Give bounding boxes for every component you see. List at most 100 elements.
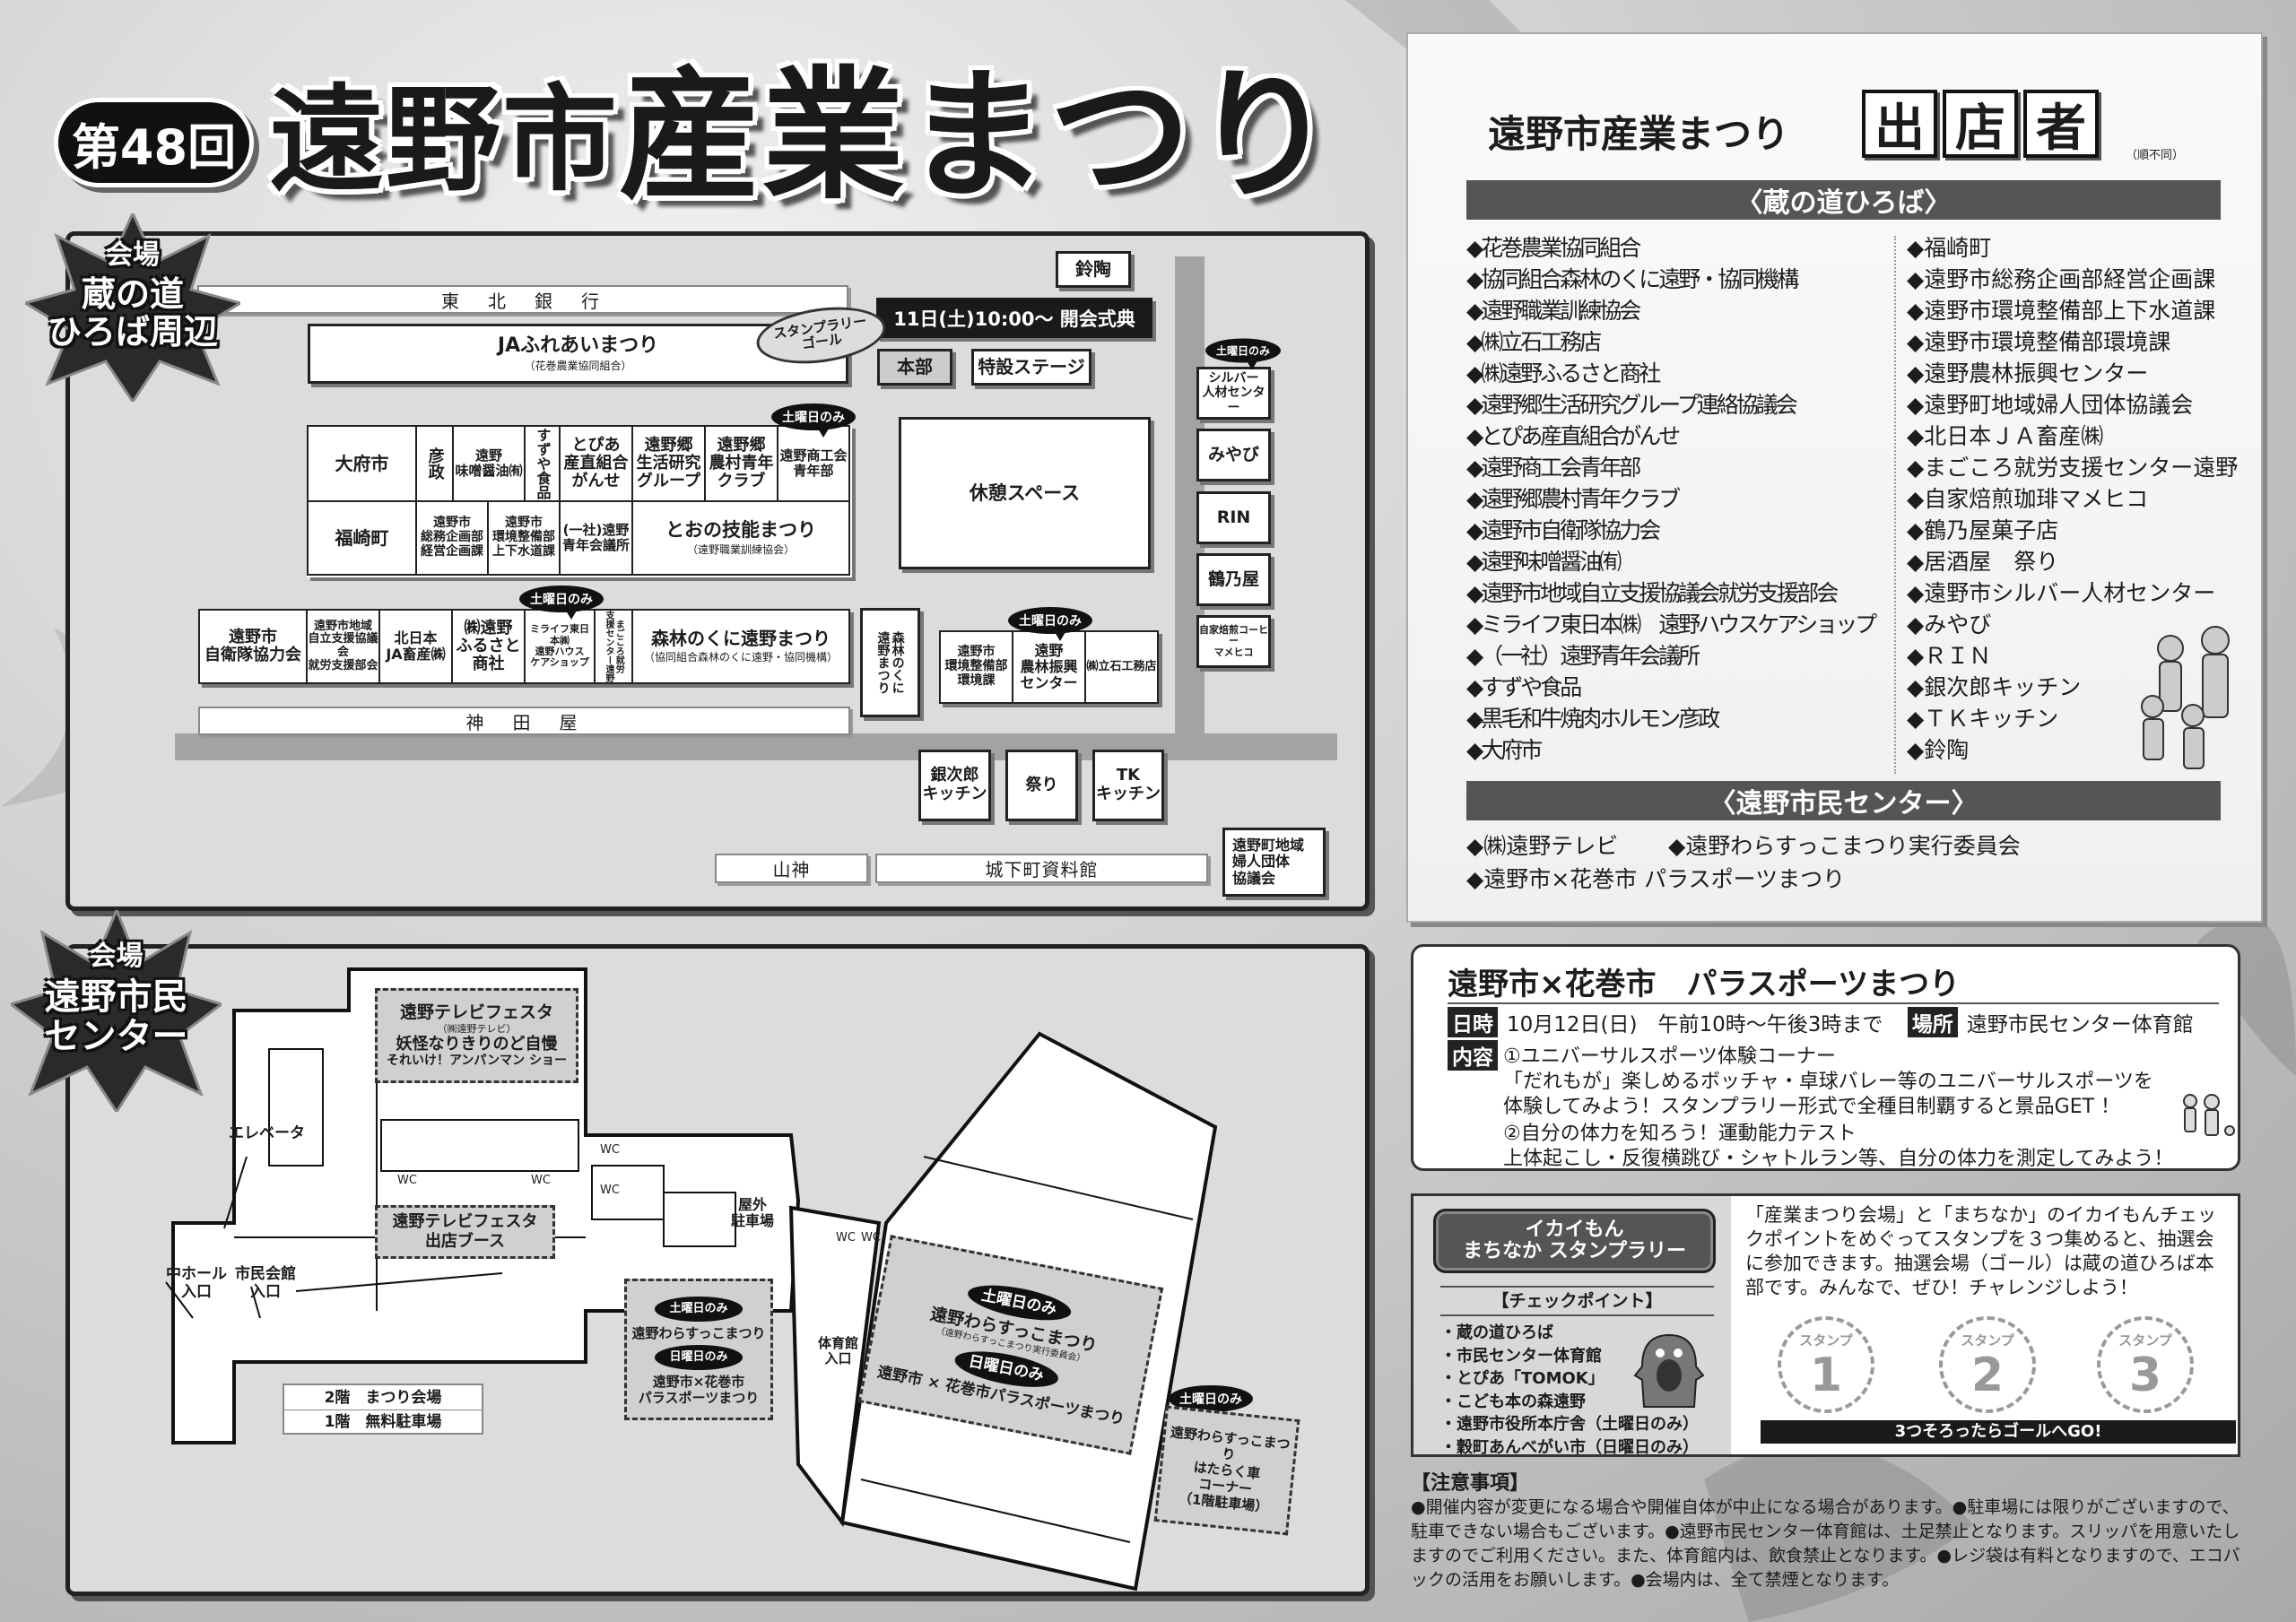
kandaya: 神 田 屋 xyxy=(198,707,850,735)
exhibitor-item: 居酒屋 祭り xyxy=(1907,546,2238,577)
exhibitor-badge: 出 店 者 xyxy=(1862,90,2104,158)
exhibitor-item: 遠野味噌醤油㈲ xyxy=(1466,546,1874,577)
exhibitor-item: ＴＫキッチン xyxy=(1907,703,2238,734)
floor-legend: 2階 まつり会場 1階 無料駐車場 xyxy=(283,1383,483,1435)
people-illustration xyxy=(2141,626,2230,769)
booth-hikomasa-label: 彦政 xyxy=(425,447,445,480)
badge-char: 出 xyxy=(1862,90,1937,158)
venue-badge-kura: 会場 蔵の道 ひろば周辺 xyxy=(22,210,244,404)
stamp-rally-title: イカイもん まちなか スタンプラリー xyxy=(1433,1209,1716,1273)
exhibitor-item: 遠野職業訓練協会 xyxy=(1466,295,1874,326)
zone-hataraku-car: 遠野わらすっこまつり はたらく車 コーナー （1階駐車場） xyxy=(1153,1405,1300,1536)
exhibitor-item: まごころ就労支援センター遠野 xyxy=(1907,452,2238,483)
venue-label: 会場 xyxy=(106,239,160,271)
booth-ginjiro: 銀次郎 キッチン xyxy=(918,750,991,821)
goal-banner: 3つそろったらゴールへGO! xyxy=(1761,1420,2236,1444)
naka-hall-entrance: 中ホール 入口 xyxy=(166,1265,227,1301)
exhibitor-item: 遠野農林振興センター xyxy=(1907,358,2238,389)
outdoor-parking-label: 屋外 駐車場 xyxy=(731,1196,775,1230)
exhibitor-item: 遠野郷生活研究グループ連絡協議会 xyxy=(1466,389,1874,421)
booth-ja-name: JAふれあいまつり xyxy=(497,334,659,357)
booth-shinrin-name: 森林のくに遠野まつり xyxy=(651,628,831,650)
exhibitor-item: 福崎町 xyxy=(1907,232,2238,264)
booth-fukusaki: 福崎町 xyxy=(307,500,417,576)
booth-ja-sub: （花巻農業協同組合） xyxy=(524,360,632,373)
exhibitor-item: ミライフ東日本㈱ 遠野ハウスケアショップ xyxy=(1466,609,1877,640)
ikaimon-mascot-icon xyxy=(1633,1333,1705,1408)
exhibitor-item: ＲＩＮ xyxy=(1907,640,2238,672)
checkpoint-item: ・とぴあ「TOMOK」 xyxy=(1440,1369,1605,1388)
exhibitor-item: 遠野市環境整備部上下水道課 xyxy=(1907,295,2238,326)
notes-title: 【注意事項】 xyxy=(1411,1472,1530,1495)
exhibitor-item: 北日本ＪＡ畜産㈱ xyxy=(1907,421,2238,452)
venue-name: 蔵の道 ひろば周辺 xyxy=(47,274,218,351)
parasports-place: 遠野市民センター体育館 xyxy=(1966,1013,2194,1037)
exhibitor-item: 遠野市シルバー人材センター xyxy=(1907,577,2238,609)
booth-honbu: 本部 xyxy=(877,349,952,386)
saturday-only-badge: 土曜日のみ xyxy=(655,1297,743,1322)
checkpoint-item: ・遠野市役所本庁舎（土曜日のみ） xyxy=(1440,1415,1699,1434)
gym-entrance-label: 体育館 入口 xyxy=(818,1335,859,1367)
tv-festa-line2: それいけ！アンパンマン ショー xyxy=(386,1054,567,1069)
booth-noson: 遠野郷 農村青年 クラブ xyxy=(704,425,778,502)
edition-badge: 第48回 xyxy=(58,102,249,183)
notes-text: ●開催内容が変更になる場合や開催自体が中止になる場合があります。●駐車場には限り… xyxy=(1411,1497,2240,1590)
exhibitor-item: 遠野わらすっこまつり実行委員会 xyxy=(1668,830,2021,862)
title-city: 遠野市 xyxy=(269,74,620,207)
jokamachi-museum: 城下町資料館 xyxy=(875,854,1208,883)
badge-char: 者 xyxy=(2023,90,2099,158)
booth-ginou-name: とおの技能まつり xyxy=(665,518,816,541)
divider xyxy=(1448,1002,2219,1004)
booth-seikatsu: 遠野郷 生活研究 グループ xyxy=(631,425,706,502)
booth-obu: 大府市 xyxy=(307,425,417,502)
saturday-only-badge: 土曜日のみ xyxy=(771,403,856,438)
list-divider xyxy=(1894,236,1896,774)
booth-tateishi: ㈱立石工務店 xyxy=(1084,630,1159,704)
floor2-label: 2階 まつり会場 xyxy=(284,1385,482,1410)
warasukko-label: 遠野わらすっこまつり xyxy=(631,1325,766,1341)
wc-label: WC xyxy=(531,1174,551,1187)
booth-shinrin: 森林のくに遠野まつり （協同組合森林のくに遠野・協同機構） xyxy=(631,609,850,684)
booth-tsurunoya: 鶴乃屋 xyxy=(1196,553,1271,606)
booth-ginou: とおの技能まつり （遠野職業訓練協会） xyxy=(631,500,850,576)
booth-suzutou: 鈴陶 xyxy=(1056,251,1131,288)
checkpoint-item: ・穀町あんべがい市（日曜日のみ） xyxy=(1440,1437,1699,1457)
exhibitor-panel: 遠野市産業まつり 出 店 者 （順不同） 〈蔵の道ひろば〉 花巻農業協同組合協同… xyxy=(1406,32,2263,923)
booth-rin: RIN xyxy=(1196,491,1271,544)
booth-furusato: ㈱遠野 ふるさと 商社 xyxy=(451,609,526,684)
title-festival: 産業まつり xyxy=(619,54,1337,219)
exhibitor-item: 遠野市地域自立支援協議会就労支援部会 xyxy=(1466,577,1874,609)
exhibitor-item: 遠野市総務企画部経営企画課 xyxy=(1907,264,2238,295)
checkpoint-list: ・蔵の道ひろば ・市民センター体育館 ・とぴあ「TOMOK」 ・こども本の森遠野… xyxy=(1440,1322,1699,1459)
content-line: 体験してみよう！スタンプラリー形式で全種目制覇すると景品GET ！ xyxy=(1503,1096,2121,1118)
booth-shinrin-vertical-label: 森林のくに 遠野まつり xyxy=(875,631,905,694)
badge-char: 店 xyxy=(1943,90,2018,158)
exhibitor-item: みやび xyxy=(1907,609,2238,640)
booth-ja-chikusan: 北日本 JA畜産㈱ xyxy=(378,609,453,684)
zone-tv-festa: 遠野テレビフェスタ （㈱遠野テレビ） 妖怪なりきりのど自慢 それいけ！アンパンマ… xyxy=(375,988,578,1083)
wc-label: WC xyxy=(836,1231,856,1245)
exhibitor-item: 大府市 xyxy=(1466,734,1874,766)
booth-miyabi: みやび xyxy=(1196,429,1271,481)
stamp-label: スタンプ xyxy=(1799,1332,1853,1349)
checkpoint-item: ・こども本の森遠野 xyxy=(1440,1392,1586,1411)
stamp-rally-left: イカイもん まちなか スタンプラリー 【チェックポイント】 ・蔵の道ひろば ・市… xyxy=(1413,1196,1731,1457)
venue-badge-shimin: 会場 遠野市民 センター xyxy=(7,906,225,1115)
wc-label: WC xyxy=(861,1231,881,1245)
content-line: 上体起こし・反復横跳び・シャトルラン等、自分の体力を測定してみよう！ xyxy=(1503,1148,2174,1170)
section-shimin-center: 〈遠野市民センター〉 xyxy=(1466,781,2221,820)
booth-gannse: とぴあ 産直組合 がんせ xyxy=(559,425,633,502)
booth-hikomasa: 彦政 xyxy=(415,425,454,502)
exhibitor-item: ㈱遠野ふるさと商社 xyxy=(1466,358,1874,389)
booth-silver: シルバー 人材センター xyxy=(1196,367,1271,420)
section-kura-no-michi: 〈蔵の道ひろば〉 xyxy=(1466,180,2221,220)
booth-shinrin-vertical: 森林のくに 遠野まつり xyxy=(860,608,920,717)
wc-label: WC xyxy=(600,1184,620,1197)
notes-section: 【注意事項】 ●開催内容が変更になる場合や開催自体が中止になる場合があります。●… xyxy=(1411,1471,2249,1592)
wc-label: WC xyxy=(600,1143,620,1157)
exhibitor-item: ㈱遠野テレビ xyxy=(1466,830,1618,862)
